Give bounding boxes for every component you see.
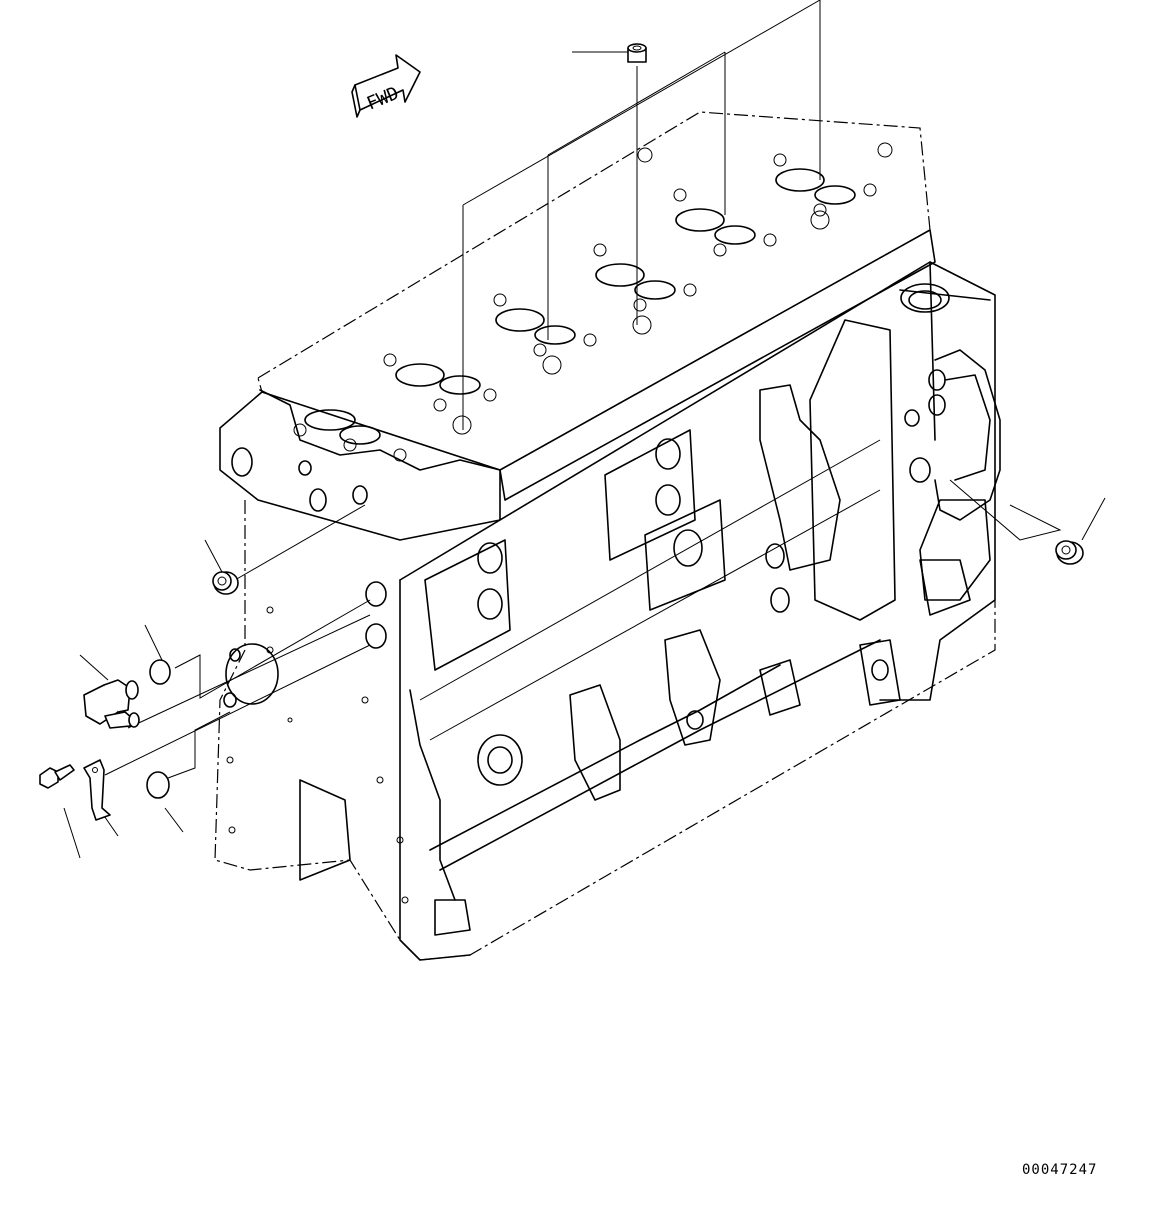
leader-lines: [63, 0, 1106, 859]
cylinder-head: [219, 111, 936, 541]
cylinder-block: [214, 261, 1001, 961]
elbow-fitting-part: [83, 679, 140, 729]
fwd-arrow-icon: FWD: [351, 54, 421, 118]
o-ring-upper: [149, 659, 171, 685]
plug-top-part: [627, 43, 647, 63]
drawing-number: 00047247: [1022, 1162, 1098, 1178]
o-ring-lower: [146, 771, 170, 799]
plug-right-part: [1055, 540, 1084, 565]
bolt-part: [39, 764, 75, 789]
bracket-part: [83, 759, 111, 821]
plug-left-part: [212, 571, 239, 595]
